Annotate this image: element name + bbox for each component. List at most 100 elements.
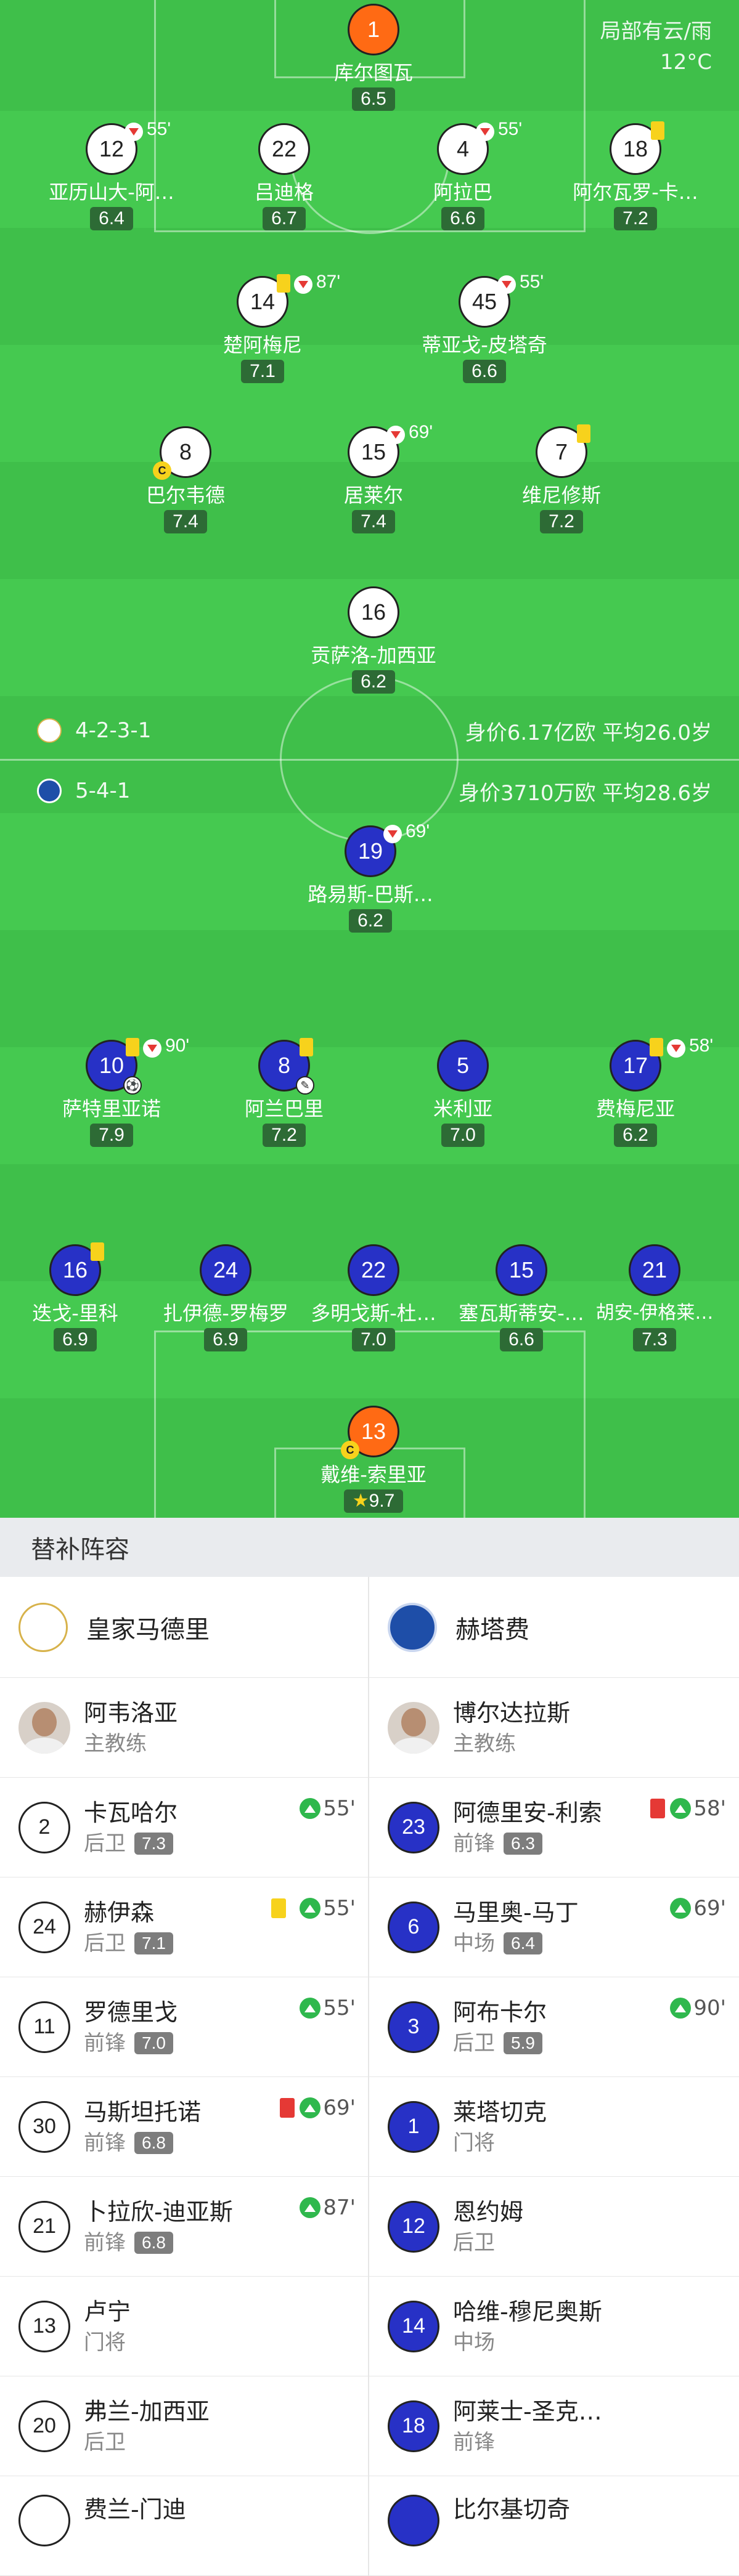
player-name: 米利亚 [433, 1097, 492, 1120]
sub-time: 69' [406, 821, 430, 841]
player-home-4[interactable]: 4 55' 阿拉巴 6.6 [364, 119, 561, 230]
player-name: 阿莱士-圣克… [453, 2397, 602, 2425]
player-away-13[interactable]: 13 C 戴维-索里亚 ★9.7 [275, 1406, 472, 1513]
player-name: 阿尔瓦罗-卡… [573, 180, 698, 204]
player-away-24[interactable]: 24 扎伊德-罗梅罗 6.9 [127, 1244, 324, 1351]
player-home-7[interactable]: 7 维尼修斯 7.2 [463, 424, 660, 533]
sub-out-icon [383, 825, 402, 843]
player-rating: 7.9 [90, 1124, 133, 1147]
player-name: 阿德里安-利索 [453, 1799, 602, 1826]
player-number: 24 [18, 1901, 70, 1953]
sub-time: 87' [316, 272, 341, 292]
sub-time: 55' [323, 1996, 356, 2020]
sub-row: 费兰-门迪 比尔基切奇 [0, 2476, 739, 2576]
player-name: 萨特里亚诺 [62, 1097, 161, 1120]
player-number: 21 [629, 1244, 680, 1296]
player-rating: 6.2 [352, 670, 395, 694]
sub-player[interactable]: 20 弗兰-加西亚 后卫 [0, 2376, 369, 2476]
sub-player[interactable]: 比尔基切奇 [369, 2476, 738, 2575]
player-number: 16 [62, 1257, 88, 1282]
player-rating: 6.6 [500, 1328, 543, 1351]
player-number: 4 [456, 136, 470, 161]
player-home-12[interactable]: 12 55' 亚历山大-阿… 6.4 [13, 119, 210, 230]
player-number: 6 [388, 1901, 439, 1953]
player-away-17[interactable]: 17 58' 费梅尼亚 6.2 [537, 1035, 734, 1147]
away-coach[interactable]: 博尔达拉斯 主教练 [369, 1678, 738, 1777]
player-home-45[interactable]: 45 55' 蒂亚戈-皮塔奇 6.6 [386, 272, 583, 383]
player-home-8[interactable]: 8 C 巴尔韦德 7.4 [87, 426, 284, 533]
player-rating: 6.6 [463, 360, 506, 383]
player-home-15[interactable]: 15 69' 居莱尔 7.4 [275, 422, 472, 533]
player-rating: 6.4 [504, 1932, 542, 1954]
red-card-icon [280, 2098, 295, 2118]
player-name: 阿布卡尔 [453, 1998, 547, 2026]
player-home-1[interactable]: 1 库尔图瓦 6.5 [275, 4, 472, 111]
player-name: 马斯坦托诺 [84, 2098, 202, 2126]
home-coach[interactable]: 阿韦洛亚 主教练 [0, 1678, 369, 1777]
player-home-18[interactable]: 18 阿尔瓦罗-卡… 7.2 [537, 121, 734, 230]
player-name: 吕迪格 [254, 180, 314, 204]
player-number: 20 [18, 2400, 70, 2452]
player-name: 卡瓦哈尔 [84, 1799, 178, 1826]
player-position: 中场 [453, 1930, 495, 1956]
player-position: 门将 [453, 2130, 495, 2155]
sub-player[interactable]: 费兰-门迪 [0, 2476, 369, 2575]
player-rating: 7.4 [164, 510, 207, 533]
player-away-21[interactable]: 21 胡安-伊格莱… 7.3 [574, 1244, 735, 1351]
goal-ball-icon: ⚽ [123, 1076, 142, 1095]
sub-in-icon [670, 1898, 692, 1919]
player-name: 贡萨洛-加西亚 [311, 644, 436, 667]
player-away-15[interactable]: 15 塞瓦斯蒂安-… 6.6 [423, 1244, 620, 1351]
sub-player[interactable]: 14 哈维-穆尼奥斯 中场 [369, 2277, 738, 2376]
player-away-10[interactable]: 10 90' ⚽ 萨特里亚诺 7.9 [13, 1035, 210, 1147]
home-team-header[interactable]: 皇家马德里 [0, 1577, 369, 1677]
away-team-header[interactable]: 赫塔费 [369, 1577, 738, 1677]
sub-time: 90' [693, 1996, 726, 2020]
player-rating: ★9.7 [343, 1489, 404, 1513]
player-home-16[interactable]: 16 贡萨洛-加西亚 6.2 [275, 586, 472, 694]
player-away-16[interactable]: 16 迭戈-里科 6.9 [0, 1242, 174, 1351]
player-name: 莱塔切克 [453, 2098, 547, 2126]
player-name: 卜拉欣-迪亚斯 [84, 2198, 233, 2226]
yellow-card-icon [126, 1038, 139, 1056]
sub-time: 55' [520, 272, 544, 292]
player-away-5[interactable]: 5 米利亚 7.0 [364, 1040, 561, 1147]
player-name: 楚阿梅尼 [223, 333, 302, 357]
player-home-14[interactable]: 14 87' 楚阿梅尼 7.1 [164, 272, 361, 383]
player-number: 12 [99, 136, 125, 161]
player-position: 后卫 [84, 1831, 126, 1856]
player-name: 胡安-伊格莱… [595, 1302, 714, 1324]
player-name: 扎伊德-罗梅罗 [163, 1302, 288, 1325]
player-rating: 6.7 [263, 207, 306, 230]
sub-player[interactable]: 18 阿莱士-圣克… 前锋 [369, 2376, 738, 2476]
getafe-crest-icon [37, 779, 62, 803]
sub-player[interactable]: 13 卢宁 门将 [0, 2277, 369, 2376]
player-name: 维尼修斯 [521, 484, 601, 507]
player-rating: 6.2 [614, 1124, 657, 1147]
player-away-22[interactable]: 22 多明戈斯-杜… 7.0 [275, 1244, 472, 1351]
sub-player[interactable]: 1 莱塔切克 门将 [369, 2077, 738, 2176]
player-rating: 7.0 [134, 2031, 173, 2054]
sub-out-icon [497, 275, 516, 294]
player-away-19[interactable]: 19 69' 路易斯-巴斯… 6.2 [272, 821, 469, 933]
sub-player[interactable]: 12 恩约姆 后卫 [369, 2177, 738, 2276]
player-home-22[interactable]: 22 吕迪格 6.7 [186, 123, 383, 230]
red-card-icon [650, 1799, 666, 1818]
real-madrid-crest-icon [37, 718, 62, 743]
player-away-8[interactable]: 8 ✎ 阿兰巴里 7.2 [186, 1038, 383, 1147]
player-name: 恩约姆 [453, 2198, 524, 2226]
player-number: 15 [496, 1244, 547, 1296]
player-number: 13 [361, 1419, 386, 1444]
player-name: 多明戈斯-杜… [311, 1302, 436, 1325]
